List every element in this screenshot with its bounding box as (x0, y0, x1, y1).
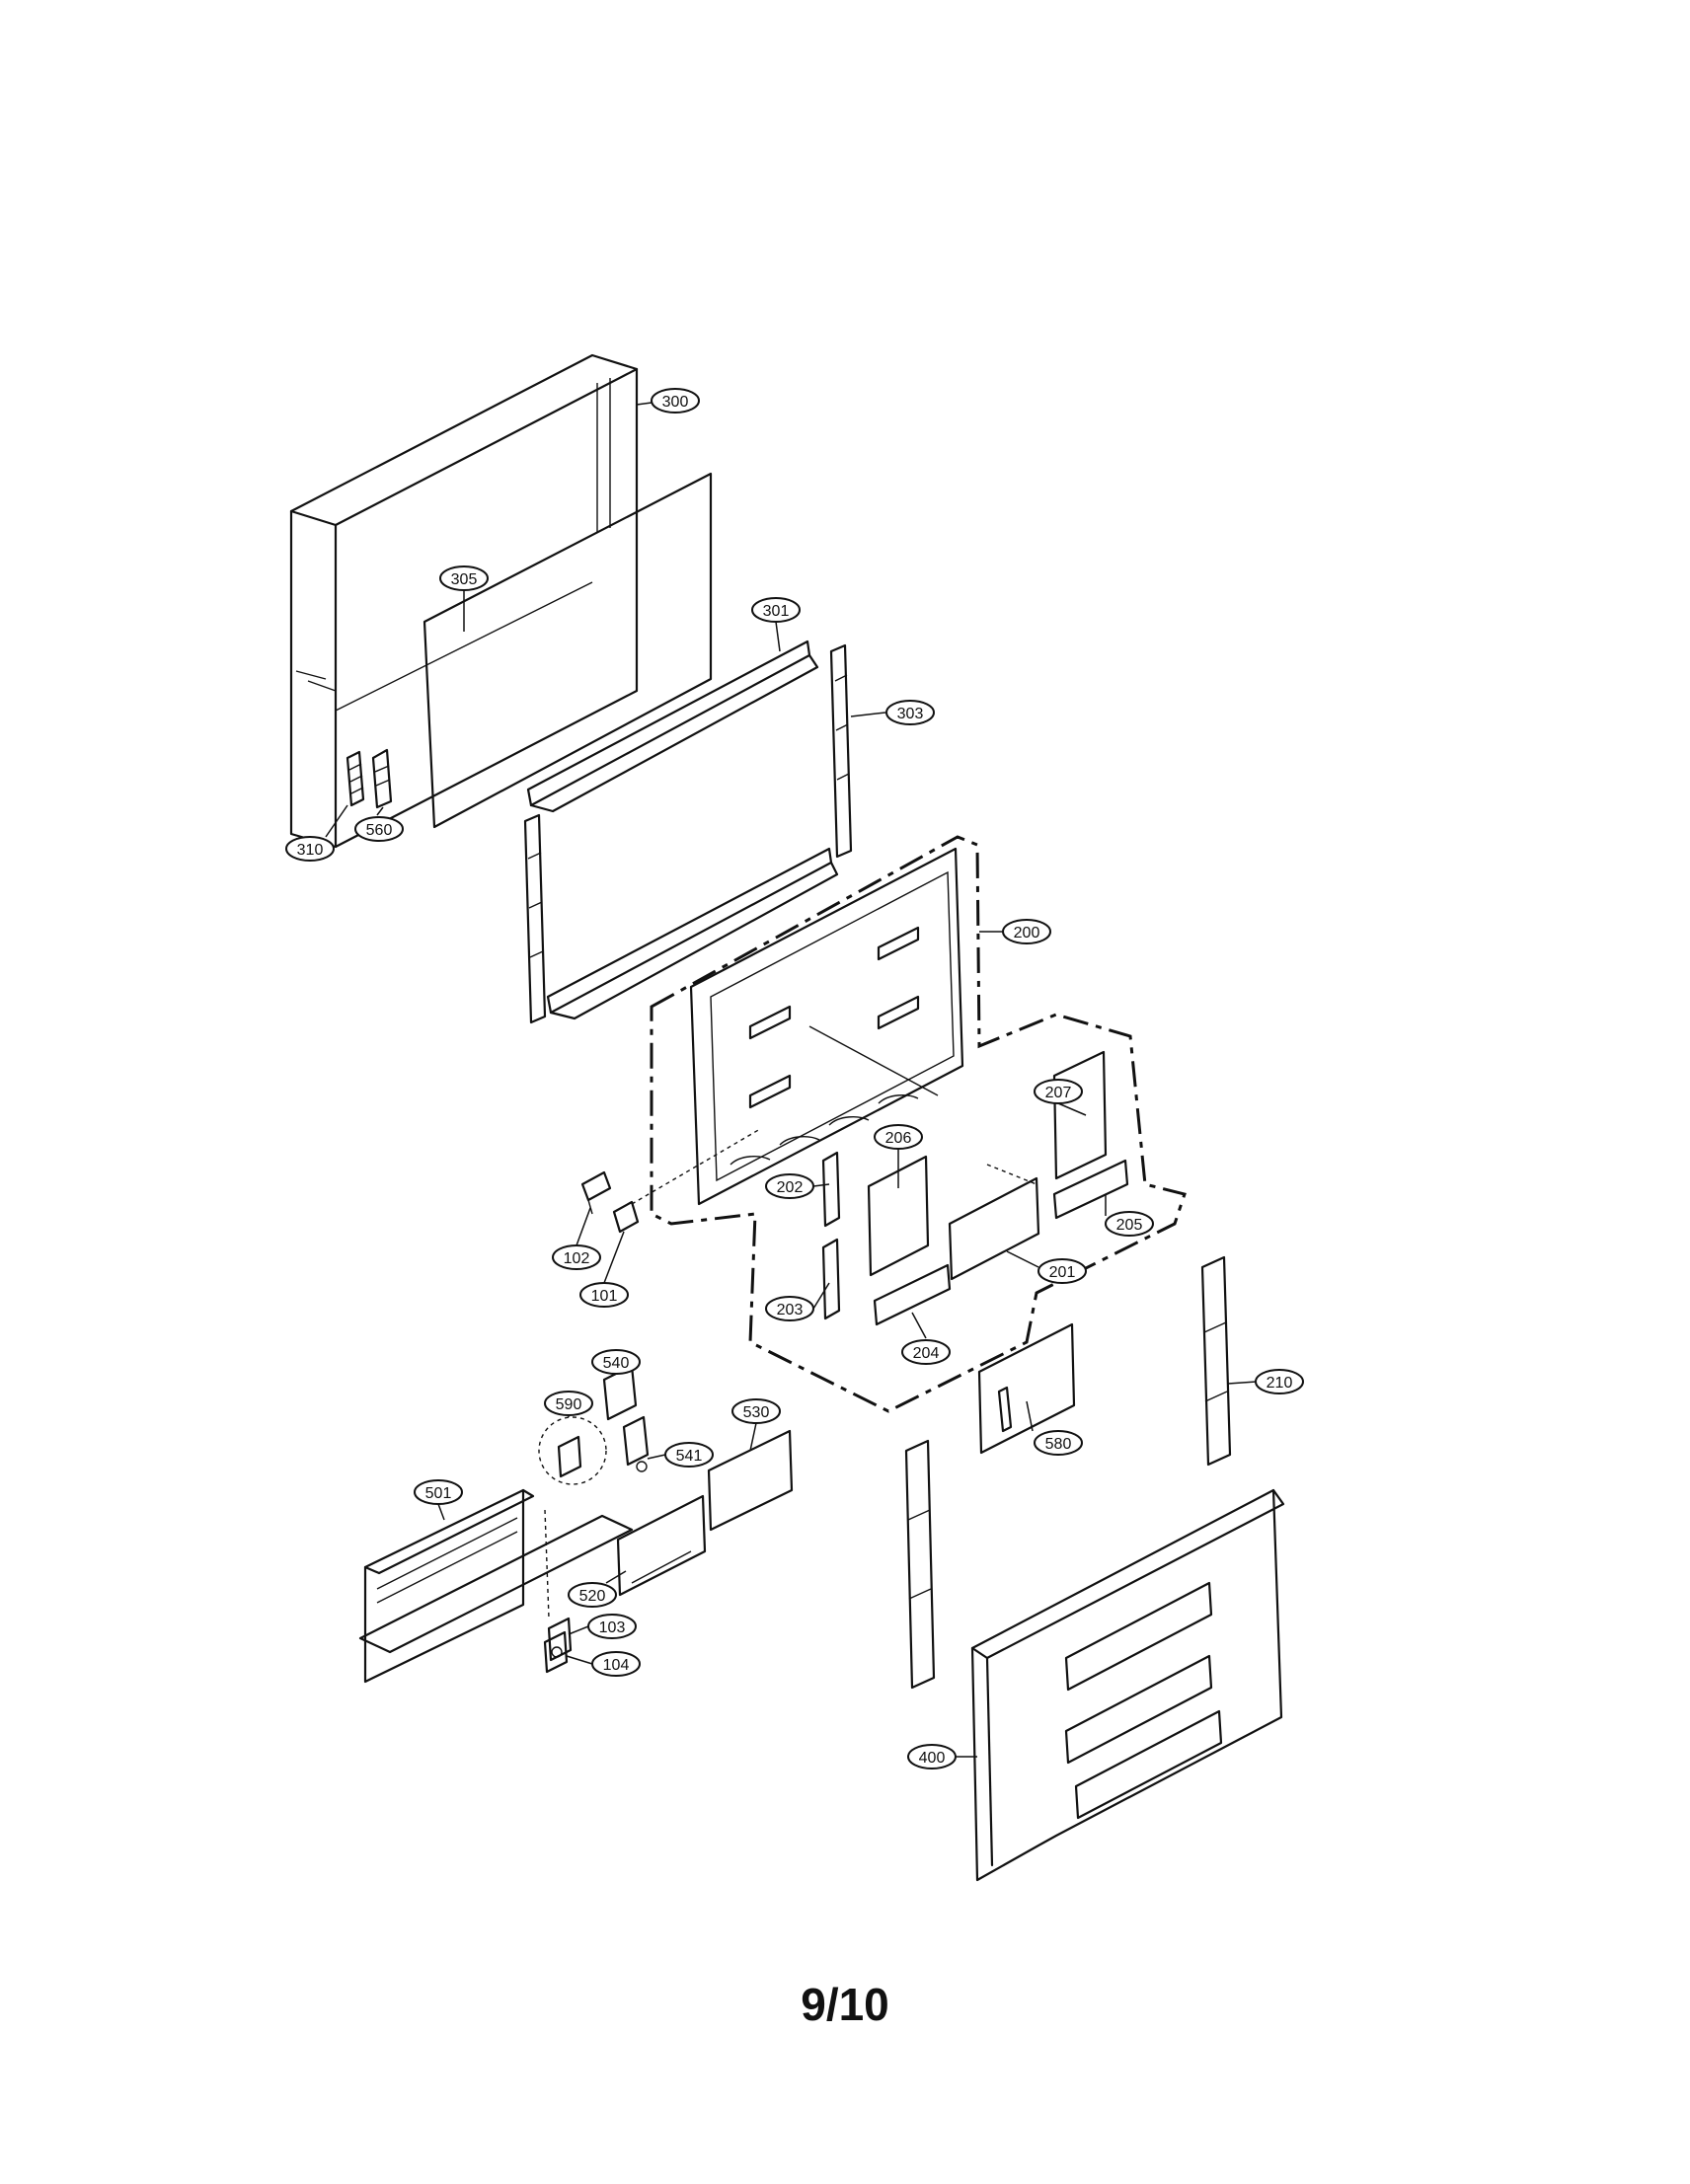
callout-580: 580 (1045, 1436, 1072, 1453)
part-541-bracket (622, 1415, 650, 1472)
callout-201: 201 (1049, 1264, 1076, 1281)
part-200-chassis-group (650, 835, 1187, 1413)
callout-560: 560 (366, 822, 393, 839)
part-101-bracket (612, 1200, 640, 1234)
part-520-board (616, 1494, 707, 1597)
callout-305: 305 (451, 571, 478, 588)
callout-206: 206 (885, 1130, 912, 1147)
callout-203: 203 (777, 1302, 804, 1318)
part-104-switch (543, 1630, 569, 1674)
callout-590: 590 (556, 1396, 582, 1413)
callout-400: 400 (919, 1750, 946, 1767)
part-210-right-stand-bracket (1200, 1255, 1232, 1467)
callout-202: 202 (777, 1179, 804, 1196)
guide-line (986, 1164, 1037, 1185)
guide-line (544, 1509, 550, 1619)
callout-501: 501 (425, 1485, 452, 1502)
callout-310: 310 (297, 842, 324, 859)
part-202-strip (821, 1151, 841, 1228)
callout-204: 204 (913, 1345, 940, 1362)
part-305-glass-panel (422, 472, 713, 829)
part-501-speaker-bar (358, 1488, 634, 1684)
callout-205: 205 (1116, 1217, 1143, 1234)
part-103-bracket (547, 1617, 573, 1662)
callout-301: 301 (763, 603, 790, 620)
part-590-detail (538, 1416, 607, 1485)
callout-103: 103 (599, 1619, 626, 1636)
callout-530: 530 (743, 1404, 770, 1421)
part-205-board (1052, 1159, 1129, 1220)
part-210-left-stand-bracket (904, 1439, 936, 1690)
callout-303: 303 (897, 706, 924, 722)
part-203-strip (821, 1238, 841, 1320)
part-530-board (707, 1429, 794, 1532)
part-301-top-rail (526, 640, 819, 813)
part-300-front-frame (289, 353, 639, 849)
part-206-board (867, 1155, 930, 1277)
part-102-bracket (580, 1170, 612, 1215)
callout-210: 210 (1267, 1375, 1293, 1392)
guide-line (631, 1128, 761, 1205)
part-580-board (977, 1322, 1076, 1455)
page-number: 9/10 (801, 1979, 889, 2030)
callout-102: 102 (564, 1250, 590, 1267)
part-400-back-cover (970, 1488, 1285, 1882)
callouts: 300 305 301 303 310 560 200 207 206 202 … (285, 388, 1304, 1770)
part-301-bottom-rail (546, 847, 839, 1020)
part-560-ir-board (371, 748, 393, 809)
callout-104: 104 (603, 1657, 630, 1674)
part-303-left-side-bracket (523, 813, 547, 1024)
callout-540: 540 (603, 1355, 630, 1372)
callout-200: 200 (1014, 925, 1040, 941)
part-303-right-side-bracket (829, 643, 853, 859)
callout-207: 207 (1045, 1085, 1072, 1101)
part-201-board (948, 1176, 1040, 1281)
part-204-board (873, 1263, 952, 1326)
leader-lines (325, 402, 1257, 1758)
callout-541: 541 (676, 1448, 703, 1465)
callout-101: 101 (591, 1288, 618, 1305)
part-207-board (1052, 1050, 1108, 1180)
callout-300: 300 (662, 394, 689, 411)
callout-520: 520 (579, 1588, 606, 1605)
part-310-key-board (346, 750, 365, 807)
